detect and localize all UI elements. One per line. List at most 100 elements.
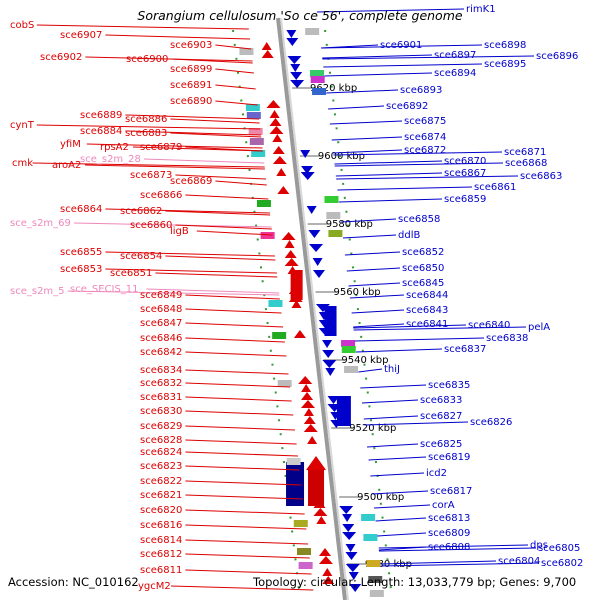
right-gene-label: sce6826 <box>470 417 512 428</box>
gene-arrow <box>322 340 333 348</box>
left-gene-label: aroA2 <box>52 160 81 171</box>
gene-box <box>249 138 264 145</box>
gene-arrow <box>300 400 315 408</box>
gene-arrow <box>300 150 311 158</box>
leader-line <box>171 58 253 64</box>
gene-arrow <box>327 396 340 404</box>
ruler-tick-label: 9540 kbp <box>341 355 388 366</box>
leader-line <box>353 324 467 329</box>
left-gene-label: sce6820 <box>140 505 182 516</box>
gene-box <box>245 104 260 111</box>
gene-box <box>298 562 313 569</box>
leader-line <box>364 421 469 426</box>
left-gene-label: sce_s2m_28 <box>80 154 141 165</box>
leader-line <box>333 149 403 154</box>
left-gene-label: sce6855 <box>60 247 102 258</box>
leader-line <box>215 44 252 50</box>
left-gene-label: sce6831 <box>140 392 182 403</box>
right-gene-label: sce6859 <box>444 194 486 205</box>
gene-arrow <box>345 564 360 572</box>
leader-line <box>185 337 285 343</box>
leader-line <box>175 224 272 230</box>
ruler-tick-label: 9520 kbp <box>349 423 396 434</box>
right-gene-label: sce6845 <box>402 278 444 289</box>
gene-box <box>344 366 359 373</box>
gene-arrow <box>313 508 328 516</box>
leader-line <box>377 532 427 537</box>
leader-line <box>346 267 401 272</box>
gene-box <box>363 534 378 541</box>
gene-box <box>277 380 292 387</box>
right-gene-label: sce6813 <box>428 513 470 524</box>
ruler-tick-label: 9620 kbp <box>310 83 357 94</box>
leader-line <box>367 443 419 448</box>
gene-arrow <box>261 42 272 50</box>
right-gene-label: icd2 <box>426 468 447 479</box>
gene-box <box>286 458 301 465</box>
gene-arrow <box>301 392 314 400</box>
right-gene-label: sce6838 <box>486 333 528 344</box>
gene-box <box>310 76 325 83</box>
right-gene-label: sce6870 <box>444 156 486 167</box>
leader-line <box>170 118 260 124</box>
gene-box <box>341 340 356 347</box>
leader-line <box>67 290 280 296</box>
gene-box <box>361 514 376 521</box>
right-gene-label: sce6861 <box>474 182 516 193</box>
gene-arrow <box>298 376 313 384</box>
leader-line <box>185 308 282 314</box>
leader-line <box>175 174 267 180</box>
leader-line <box>185 396 292 402</box>
gene-arrow <box>269 118 282 126</box>
gene-arrow <box>342 514 353 522</box>
gene-arrow <box>266 100 281 108</box>
right-gene-label: sce6868 <box>505 158 547 169</box>
gene-arrow <box>276 168 287 176</box>
leader-line <box>170 585 314 591</box>
leader-line <box>380 560 497 565</box>
leader-line <box>185 369 289 375</box>
left-gene-label: sce6842 <box>140 347 182 358</box>
gene-arrow <box>300 172 315 180</box>
gene-arrow <box>281 232 296 240</box>
leader-line <box>353 326 527 331</box>
left-gene-label: sce6869 <box>170 176 212 187</box>
gene-box <box>305 28 320 35</box>
leader-line <box>378 544 529 549</box>
gene-arrow <box>269 110 280 118</box>
leader-line <box>215 100 258 106</box>
gene-arrow <box>342 532 357 540</box>
right-gene-label: sce6808 <box>428 542 470 553</box>
gene-arrow <box>284 258 299 266</box>
leader-line <box>36 124 261 130</box>
leader-line <box>323 63 483 68</box>
leader-line <box>185 524 307 530</box>
leader-line <box>338 198 443 203</box>
left-gene-label: sce6907 <box>60 30 102 41</box>
leader-line <box>368 456 427 461</box>
left-gene-label: sce6830 <box>140 406 182 417</box>
left-gene-label: sce6864 <box>60 204 102 215</box>
left-gene-label: sce6886 <box>125 114 167 125</box>
left-gene-label: cobS <box>10 20 34 31</box>
gene-box <box>297 548 312 555</box>
leader-line <box>196 230 273 236</box>
leader-line <box>333 151 503 156</box>
leader-line <box>185 322 284 328</box>
leader-line <box>185 382 291 388</box>
gene-arrow <box>293 330 306 338</box>
left-gene-label: sce6851 <box>110 268 152 279</box>
right-gene-label: sce6819 <box>428 452 470 463</box>
gene-arrow <box>309 244 324 252</box>
leader-line <box>361 399 419 404</box>
leader-line <box>335 172 443 177</box>
large-gene-box <box>286 462 305 506</box>
gene-box <box>272 332 287 339</box>
leader-line <box>86 143 263 149</box>
gene-arrow <box>342 524 355 532</box>
left-gene-label: sce6902 <box>40 52 82 63</box>
gene-arrow <box>345 544 356 552</box>
right-gene-label: sce6897 <box>434 50 476 61</box>
right-gene-label: sce6817 <box>430 486 472 497</box>
right-gene-label: sce6850 <box>402 263 444 274</box>
